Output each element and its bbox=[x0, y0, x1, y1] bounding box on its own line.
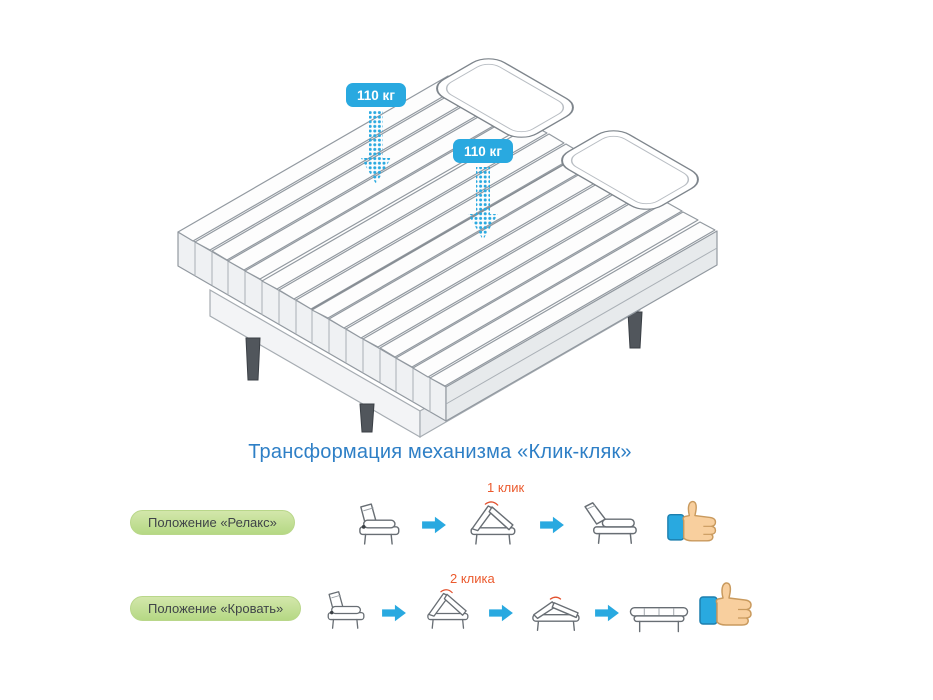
click-count-label: 2 клика bbox=[450, 571, 495, 586]
arrow-right-icon bbox=[380, 602, 408, 624]
relax-position-badge: Положение «Релакс» bbox=[130, 510, 295, 535]
bed-legs bbox=[245, 311, 643, 433]
mattress-stripes bbox=[177, 75, 716, 387]
sofa-closed-icon bbox=[340, 498, 412, 550]
mattress-sides bbox=[177, 230, 718, 422]
arrow-right-icon bbox=[487, 602, 515, 624]
bed-flat-icon bbox=[624, 590, 694, 640]
arrow-right-icon bbox=[593, 602, 621, 624]
pillow-left-icon bbox=[436, 58, 574, 138]
sofa-unfolding-icon bbox=[520, 586, 590, 636]
thumbs-up-icon bbox=[696, 576, 760, 638]
sofa-folding-icon bbox=[414, 586, 480, 634]
section-title: Трансформация механизма «Клик-кляк» bbox=[248, 441, 632, 463]
halftone-down-arrow-icon bbox=[361, 111, 391, 184]
row-relax-position: Положение «Релакс» bbox=[0, 496, 933, 556]
click-count-label: 1 клик bbox=[487, 480, 525, 495]
bed-position-badge: Положение «Кровать» bbox=[130, 596, 302, 621]
halftone-down-arrow-icon bbox=[468, 167, 498, 240]
arrow-right-icon bbox=[538, 514, 566, 536]
sofa-folding-icon bbox=[456, 498, 528, 550]
sofa-closed-icon bbox=[310, 586, 376, 634]
svg-text:110 кг: 110 кг bbox=[464, 144, 502, 159]
thumbs-up-icon bbox=[663, 496, 725, 552]
sofa-relax-position-icon bbox=[576, 498, 650, 550]
sofa-bed-illustration: 110 кг 110 кг bbox=[177, 58, 718, 439]
pillow-right-icon bbox=[561, 130, 699, 210]
row-bed-position: Положение «Кровать» bbox=[0, 582, 933, 642]
weight-badge: 110 кг bbox=[453, 139, 513, 163]
weight-badge: 110 кг bbox=[346, 83, 406, 107]
arrow-right-icon bbox=[420, 514, 448, 536]
svg-text:110 кг: 110 кг bbox=[357, 88, 395, 103]
